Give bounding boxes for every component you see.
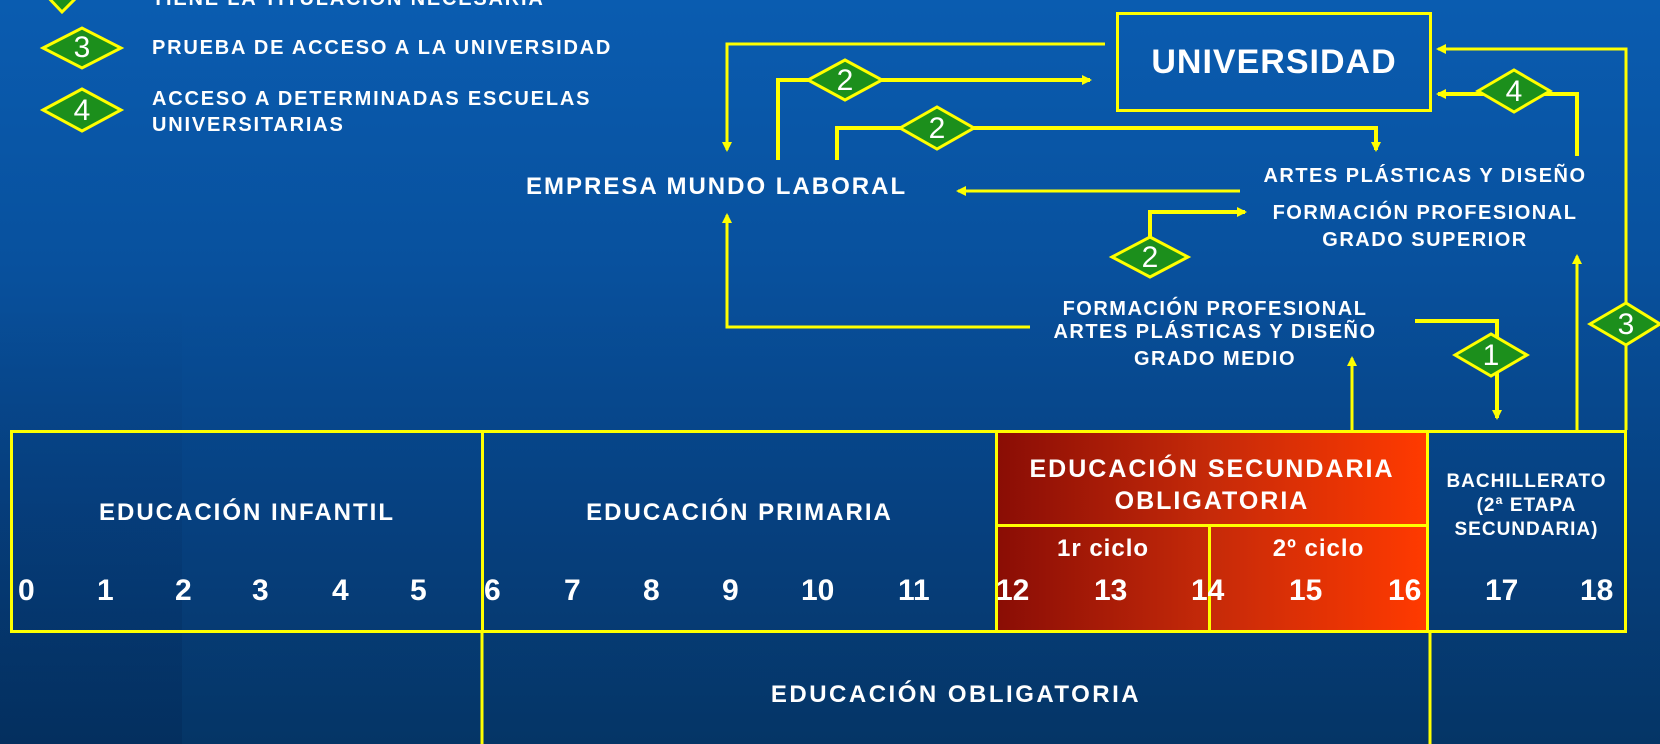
ciclo1-label: 1r ciclo <box>1056 535 1150 562</box>
medio-line3: GRADO MEDIO <box>1133 348 1297 370</box>
age-7: 7 <box>564 574 581 607</box>
badge-1 <box>1452 332 1530 378</box>
legend-item-1: TIENE LA TITULACIÓN NECESARIA <box>152 0 545 11</box>
superior-line3: GRADO SUPERIOR <box>1322 229 1528 251</box>
obligatoria-label: EDUCACIÓN OBLIGATORIA <box>770 681 1142 708</box>
legend-badge-3 <box>39 26 125 70</box>
eso-divider <box>995 524 1429 527</box>
age-15: 15 <box>1289 574 1323 607</box>
legend-item-4-line2: UNIVERSITARIAS <box>152 114 345 136</box>
age-0: 0 <box>18 574 35 607</box>
arrow-medio-to-empresa <box>722 213 1030 329</box>
arrow-medio-to-superior <box>1148 207 1247 238</box>
badge-2-b <box>896 105 978 151</box>
age-16: 16 <box>1388 574 1422 607</box>
arrow-to-superior <box>835 126 1381 160</box>
badge-3-num: 3 <box>1618 308 1635 341</box>
universidad-box: UNIVERSIDAD <box>1116 12 1432 112</box>
legend-badge-4 <box>39 87 125 133</box>
age-18: 18 <box>1580 574 1614 607</box>
age-5: 5 <box>410 574 427 607</box>
ciclo2-label: 2º ciclo <box>1272 535 1365 562</box>
badge-2-c-num: 2 <box>1142 241 1159 274</box>
age-17: 17 <box>1485 574 1519 607</box>
legend-item-3: PRUEBA DE ACCESO A LA UNIVERSIDAD <box>152 37 613 59</box>
badge-2-b-num: 2 <box>929 112 946 145</box>
age-10: 10 <box>801 574 835 607</box>
stage-eso: EDUCACIÓN SECUNDARIA OBLIGATORIA 1r cicl… <box>995 430 1429 633</box>
badge-3 <box>1587 301 1660 347</box>
age-3: 3 <box>252 574 269 607</box>
primaria-label: EDUCACIÓN PRIMARIA <box>586 499 893 526</box>
badge-4 <box>1475 68 1553 114</box>
age-12: 12 <box>996 574 1030 607</box>
age-14: 14 <box>1191 574 1225 607</box>
badge-2-a <box>804 58 886 102</box>
age-1: 1 <box>97 574 114 607</box>
eso-line1: EDUCACIÓN SECUNDARIA <box>1029 455 1395 483</box>
ciclo-divider <box>1208 524 1211 633</box>
bach-line1: BACHILLERATO <box>1446 471 1607 492</box>
legend-badge-4-num: 4 <box>74 94 91 127</box>
universidad-label: UNIVERSIDAD <box>1151 43 1397 81</box>
superior-line2: FORMACIÓN PROFESIONAL <box>1272 202 1578 224</box>
arrow-univ-to-empresa <box>722 42 1105 152</box>
bach-line3: SECUNDARIA) <box>1454 519 1599 540</box>
empresa-label: EMPRESA MUNDO LABORAL <box>526 173 908 200</box>
bach-line2: (2ª ETAPA <box>1476 495 1577 516</box>
age-11: 11 <box>898 574 930 607</box>
infantil-label: EDUCACIÓN INFANTIL <box>99 499 395 526</box>
age-9: 9 <box>722 574 739 607</box>
legend-badge-3-num: 3 <box>74 31 91 64</box>
badge-2-c <box>1108 235 1192 279</box>
age-4: 4 <box>332 574 349 607</box>
age-13: 13 <box>1094 574 1128 607</box>
arrow-medio-to-bach <box>1415 319 1502 420</box>
eso-line2: OBLIGATORIA <box>1114 487 1310 515</box>
age-2: 2 <box>175 574 192 607</box>
age-6: 6 <box>484 574 501 607</box>
badge-2-a-num: 2 <box>837 64 854 97</box>
age-8: 8 <box>643 574 660 607</box>
medio-line2: ARTES PLÁSTICAS Y DISEÑO <box>1053 321 1377 343</box>
medio-line1: FORMACIÓN PROFESIONAL <box>1062 298 1368 320</box>
badge-4-num: 4 <box>1506 75 1523 108</box>
badge-1-num: 1 <box>1483 339 1500 372</box>
legend-badge-1 <box>48 0 77 15</box>
superior-line1: ARTES PLÁSTICAS Y DISEÑO <box>1263 165 1587 187</box>
arrow-empresa-to-univ <box>776 75 1092 160</box>
stage-bachillerato: BACHILLERATO (2ª ETAPA SECUNDARIA) <box>1426 430 1627 633</box>
legend-item-4-line1: ACCESO A DETERMINADAS ESCUELAS <box>152 88 592 110</box>
